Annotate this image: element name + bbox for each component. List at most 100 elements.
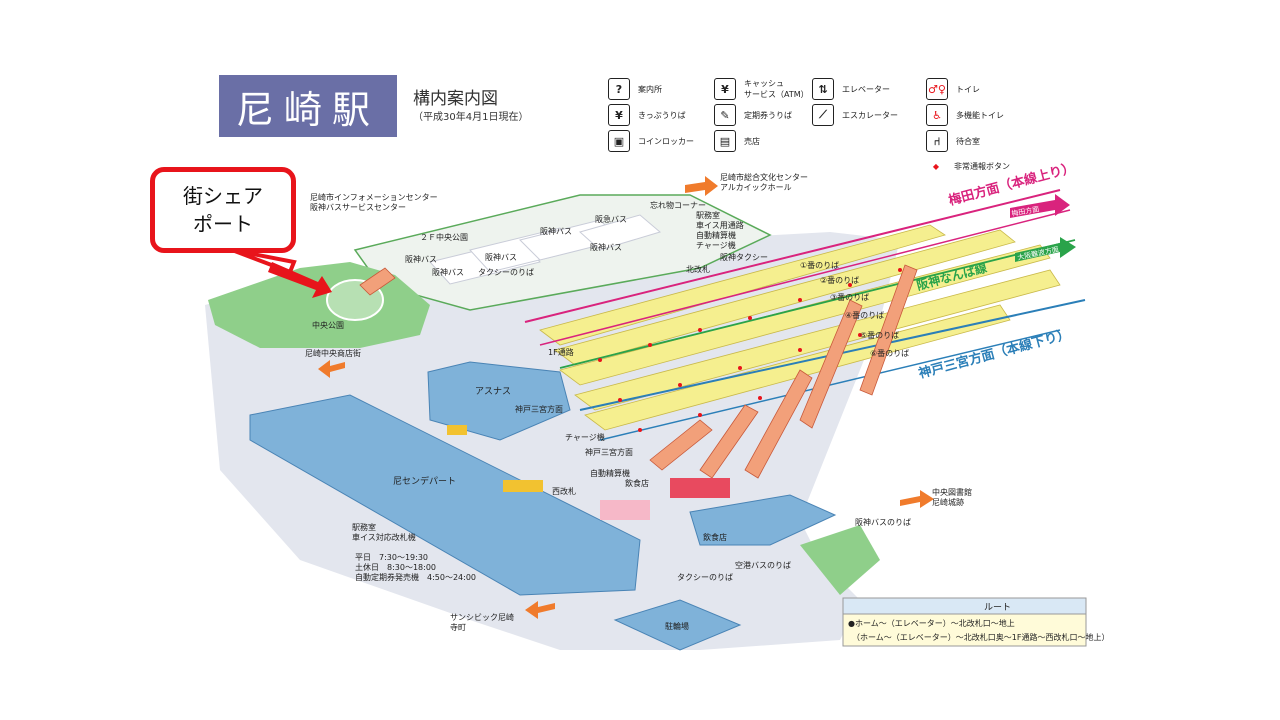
shopping-street-label: 尼崎中央商店街	[305, 348, 361, 358]
hanshin-bus-label-4: 阪神バス	[405, 254, 437, 264]
route-line-2: （ホーム〜（エレベーター）〜北改札口奥〜1F通路〜西改札口〜地上）	[852, 632, 1109, 642]
legend-item: ◆ 非常通報ボタン	[926, 156, 1010, 176]
info-center-label: 尼崎市インフォメーションセンター阪神バスサービスセンター	[310, 192, 438, 212]
ticket-machine-icon: ¥	[608, 104, 630, 126]
legend-label: 多機能トイレ	[956, 110, 1004, 120]
information-icon: ?	[608, 78, 630, 100]
legend-label: 待合室	[956, 136, 980, 146]
legend-label: 案内所	[638, 84, 662, 94]
legend-label: きっぷうりば	[638, 110, 686, 120]
hanshin-bus-label-2: 阪神バス	[590, 242, 622, 252]
namba-track	[559, 239, 1076, 369]
platform-number-label: ⑤番のりば	[860, 330, 899, 340]
legend-item: ¥ きっぷうりば	[608, 104, 686, 126]
elevator-icon: ⇅	[812, 78, 834, 100]
gate-area	[600, 500, 650, 520]
ae-depart-label: 尼センデパート	[393, 475, 456, 487]
legend-item: ✎ 定期券うりば	[714, 104, 792, 126]
legend-label: エレベーター	[842, 84, 890, 94]
bike-label: 駐輪場	[665, 621, 689, 631]
station-office-label: 駅務室車イス用通路自動精算機チャージ機	[696, 210, 744, 250]
office2-label: 駅務室車イス対応改札機	[352, 522, 416, 542]
route-legend-header	[842, 597, 1087, 615]
charge-label: チャージ機	[565, 432, 605, 442]
park-2f-label: ２Ｆ中央公園	[420, 232, 468, 242]
taxi-label-1: タクシーのりば	[478, 268, 534, 277]
platform-number-label: ②番のりば	[820, 275, 859, 285]
callout-line-2: ポート	[193, 212, 253, 236]
legend-label: 非常通報ボタン	[954, 161, 1010, 171]
legend-label: エスカレーター	[842, 110, 898, 120]
machi-share-port-callout: 街シェア ポート	[150, 167, 296, 253]
callout-arrow	[268, 262, 332, 298]
coin-locker-icon: ▣	[608, 130, 630, 152]
asunas-label: アスナス	[475, 386, 511, 397]
sunshi-label: サンシビック尼崎寺町	[450, 612, 514, 632]
library-label: 中央図書館尼崎城跡	[932, 487, 972, 507]
legend-item: ? 案内所	[608, 78, 662, 100]
namba-arrow	[1015, 237, 1076, 262]
page-title: 尼崎駅	[219, 75, 397, 137]
atm-icon: ¥	[714, 78, 736, 100]
legend-label: キャッシュ サービス（ATM）	[744, 79, 809, 99]
route-title: ルート	[984, 603, 1011, 613]
bike-parking	[613, 599, 742, 651]
route-line-1: ●ホーム〜（エレベーター）〜北改札口〜地上	[848, 618, 1015, 628]
kobe-gate-label: 神戸三宮方面	[585, 447, 633, 457]
hanshin-bus-label-3: 阪神バス	[485, 252, 517, 262]
restaurant-label-1: 飲食店	[625, 478, 649, 488]
hanshin-bus-stop-label: 阪神バスのりば	[855, 517, 911, 527]
yellow-kiosk-1	[503, 480, 543, 492]
legend-item: ¥ キャッシュ サービス（ATM）	[714, 78, 809, 100]
emergency-button-icon: ◆	[926, 156, 946, 176]
bus-bays	[429, 214, 662, 285]
umeda-track-2	[539, 209, 1071, 346]
as-of-date: （平成30年4月1日現在）	[413, 112, 529, 123]
restaurant-block	[670, 478, 730, 498]
central-park-label: 中央公園	[312, 320, 344, 330]
legend-item: ⑁ 待合室	[926, 130, 980, 152]
escalator-icon: ⟋	[812, 104, 834, 126]
north-gate-label: 北改札	[686, 264, 710, 274]
legend-label: コインロッカー	[638, 136, 694, 146]
asunas-building	[427, 361, 571, 441]
f1-corridor-label: 1F通路	[548, 347, 574, 357]
yellow-kiosk-2	[447, 425, 467, 435]
right-building	[689, 494, 837, 546]
multipurpose-toilet-icon: ♿	[926, 104, 948, 126]
callout-line-1: 街シェア	[183, 184, 263, 208]
hankyu-bus-label: 阪急バス	[595, 214, 627, 224]
legend-label: 売店	[744, 136, 760, 146]
platform-number-label: ①番のりば	[800, 260, 839, 270]
restaurant-label-2: 飲食店	[703, 532, 727, 542]
escalators	[359, 264, 918, 479]
kobe-sign-label: 神戸三宮方面	[515, 404, 563, 414]
platform-number-label: ⑥番のりば	[870, 348, 909, 358]
bunka-center-label: 尼崎市総合文化センターアルカイックホール	[720, 172, 808, 192]
ae-depart-building	[249, 394, 641, 596]
platforms	[539, 224, 1061, 431]
platform-number-label: ④番のりば	[845, 310, 884, 320]
umeda-track	[524, 189, 1061, 323]
platform-labels: ①番のりば ②番のりば ③番のりば ④番のりば ⑤番のりば ⑥番のりば	[800, 260, 909, 358]
lost-found-label: 忘れ物コーナー	[650, 200, 706, 210]
legend-item: ⇅ エレベーター	[812, 78, 890, 100]
platform-number-label: ③番のりば	[830, 292, 869, 302]
west-gate-label: 西改札	[552, 486, 576, 496]
legend-label: 定期券うりば	[744, 110, 792, 120]
legend-item: ▤ 売店	[714, 130, 760, 152]
legend-item: ♂♀トイレ	[926, 78, 980, 100]
shop-icon: ▤	[714, 130, 736, 152]
umeda-arrow	[1010, 194, 1070, 218]
commuter-pass-icon: ✎	[714, 104, 736, 126]
hanshin-taxi-label: 阪神タクシー	[720, 252, 768, 262]
page-subtitle: 構内案内図	[413, 89, 498, 109]
legend-item: ▣ コインロッカー	[608, 130, 694, 152]
hanshin-bus-label-5: 阪神バス	[432, 267, 464, 277]
waiting-room-icon: ⑁	[926, 130, 948, 152]
auto-fare-label: 自動精算機	[590, 468, 630, 478]
legend-item: ⟋ エスカレーター	[812, 104, 898, 126]
legend-label: トイレ	[956, 84, 980, 94]
